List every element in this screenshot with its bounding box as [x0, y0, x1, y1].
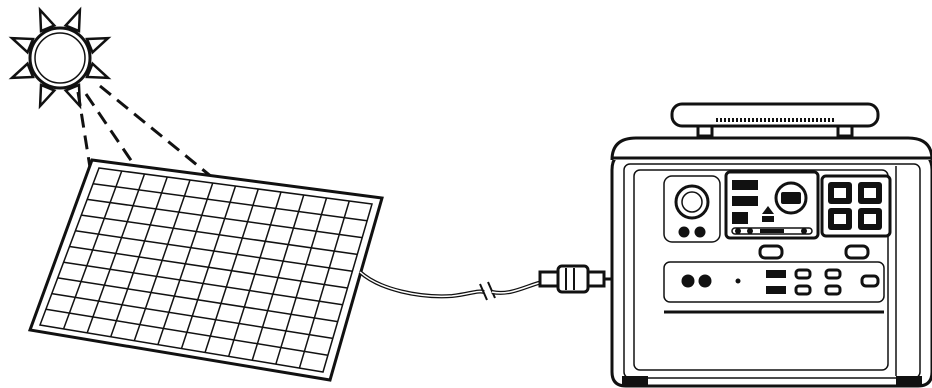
panel-row-line — [75, 230, 353, 272]
ac-outlets — [820, 174, 892, 238]
sun-icon — [8, 6, 112, 110]
sun-ray-5 — [8, 36, 35, 55]
panel-row-line — [92, 182, 368, 222]
panel-row-line — [57, 277, 338, 323]
panel-row-line — [45, 308, 329, 356]
panel-row-line — [81, 214, 358, 256]
foot-right — [896, 376, 922, 386]
power-buttons — [758, 244, 870, 260]
power-station — [610, 102, 932, 388]
lcd-display — [724, 170, 820, 240]
sun-ray-1 — [85, 61, 112, 80]
carry-handle — [670, 102, 880, 138]
sun-ray-4 — [8, 61, 35, 80]
ac-socket — [663, 175, 721, 243]
panel-row-line — [51, 292, 333, 340]
sun-ray-7 — [63, 6, 82, 33]
sun-ray-6 — [38, 6, 57, 33]
dc-usb-panel — [663, 261, 885, 303]
solar-panel — [27, 158, 384, 382]
sun-ray-8 — [85, 36, 112, 55]
cable — [358, 270, 543, 301]
solar-input-port — [681, 274, 695, 288]
panel-row-line — [69, 245, 348, 289]
panel-row-line — [87, 198, 363, 239]
foot-left — [622, 376, 648, 386]
sun-ray-3 — [38, 83, 57, 110]
panel-row-line — [63, 261, 343, 306]
